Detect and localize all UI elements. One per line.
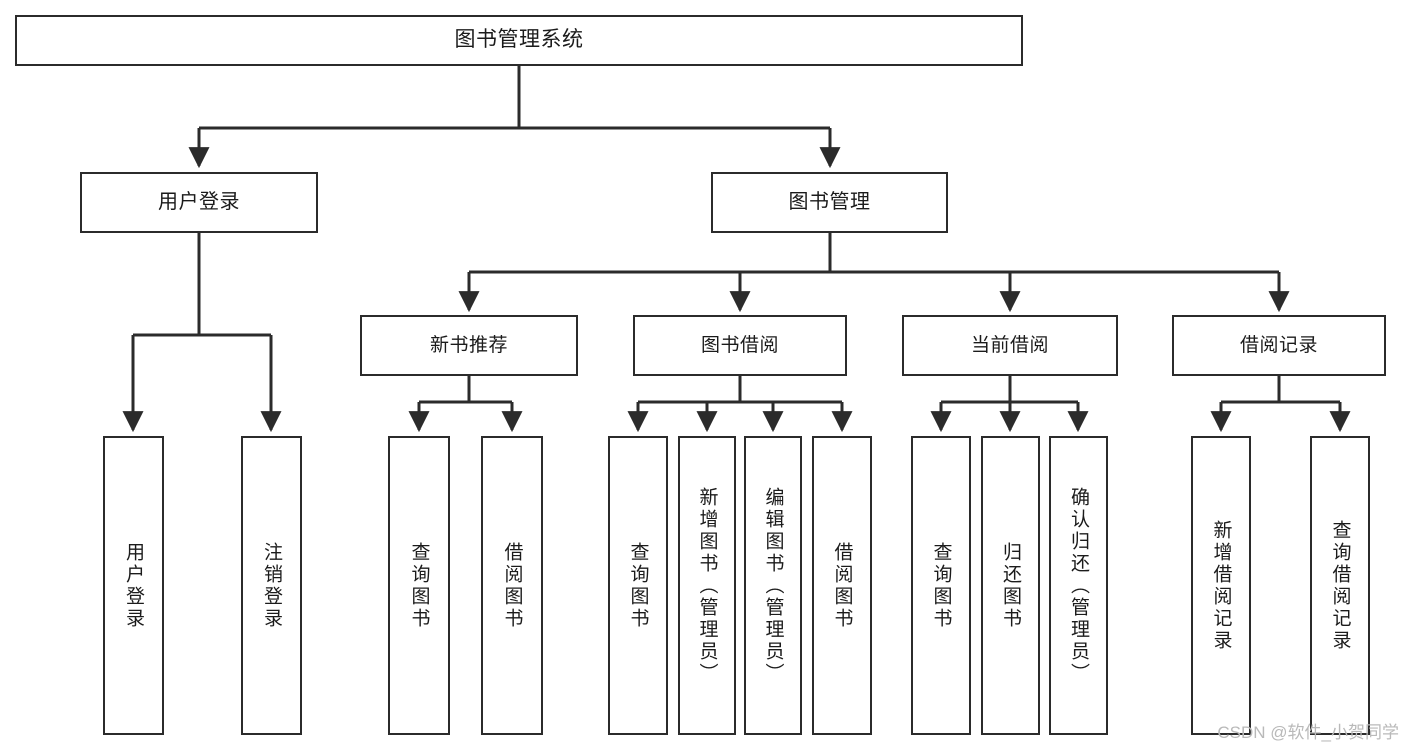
- node-current-borrow-label: 当前借阅: [970, 334, 1049, 356]
- node-borrow-record-label: 借阅记录: [1239, 334, 1318, 356]
- leaf-query-book-3-label: 查询图书: [930, 541, 952, 630]
- node-book-manage[interactable]: 图书管理: [711, 172, 948, 233]
- leaf-borrow-book-2-label: 借阅图书: [831, 541, 853, 630]
- node-book-borrow-label: 图书借阅: [700, 334, 779, 356]
- leaf-return-book[interactable]: 归还图书: [981, 436, 1040, 735]
- node-user-login-label: 用户登录: [158, 191, 240, 213]
- leaf-edit-book-label: 编辑图书（管理员）: [762, 486, 784, 685]
- leaf-edit-book[interactable]: 编辑图书（管理员）: [744, 436, 802, 735]
- leaf-add-book[interactable]: 新增图书（管理员）: [678, 436, 736, 735]
- leaf-confirm-return[interactable]: 确认归还（管理员）: [1049, 436, 1108, 735]
- leaf-query-book-1-label: 查询图书: [408, 541, 430, 630]
- leaf-add-record-label: 新增借阅记录: [1210, 519, 1232, 652]
- node-user-login[interactable]: 用户登录: [80, 172, 318, 233]
- node-root[interactable]: 图书管理系统: [15, 15, 1023, 66]
- leaf-borrow-book-2[interactable]: 借阅图书: [812, 436, 872, 735]
- leaf-query-record-label: 查询借阅记录: [1329, 519, 1351, 652]
- node-borrow-record[interactable]: 借阅记录: [1172, 315, 1386, 376]
- leaf-logout-login[interactable]: 注销登录: [241, 436, 302, 735]
- node-book-manage-label: 图书管理: [788, 191, 871, 213]
- leaf-borrow-book-1[interactable]: 借阅图书: [481, 436, 543, 735]
- leaf-borrow-book-1-label: 借阅图书: [501, 541, 523, 630]
- csdn-watermark: CSDN @软件_小贺同学: [1217, 723, 1399, 742]
- node-root-label: 图书管理系统: [454, 28, 584, 52]
- leaf-logout-login-label: 注销登录: [261, 541, 282, 630]
- leaf-confirm-return-label: 确认归还（管理员）: [1068, 486, 1089, 685]
- leaf-query-book-2[interactable]: 查询图书: [608, 436, 668, 735]
- leaf-query-record[interactable]: 查询借阅记录: [1310, 436, 1370, 735]
- node-new-book-recommend-label: 新书推荐: [429, 334, 508, 356]
- node-book-borrow[interactable]: 图书借阅: [633, 315, 847, 376]
- node-new-book-recommend[interactable]: 新书推荐: [360, 315, 578, 376]
- leaf-add-record[interactable]: 新增借阅记录: [1191, 436, 1251, 735]
- leaf-user-login-label: 用户登录: [123, 541, 144, 630]
- leaf-add-book-label: 新增图书（管理员）: [696, 486, 718, 685]
- leaf-query-book-3[interactable]: 查询图书: [911, 436, 971, 735]
- leaf-query-book-2-label: 查询图书: [627, 541, 649, 630]
- leaf-return-book-label: 归还图书: [1000, 541, 1021, 630]
- leaf-query-book-1[interactable]: 查询图书: [388, 436, 450, 735]
- leaf-user-login[interactable]: 用户登录: [103, 436, 164, 735]
- node-current-borrow[interactable]: 当前借阅: [902, 315, 1118, 376]
